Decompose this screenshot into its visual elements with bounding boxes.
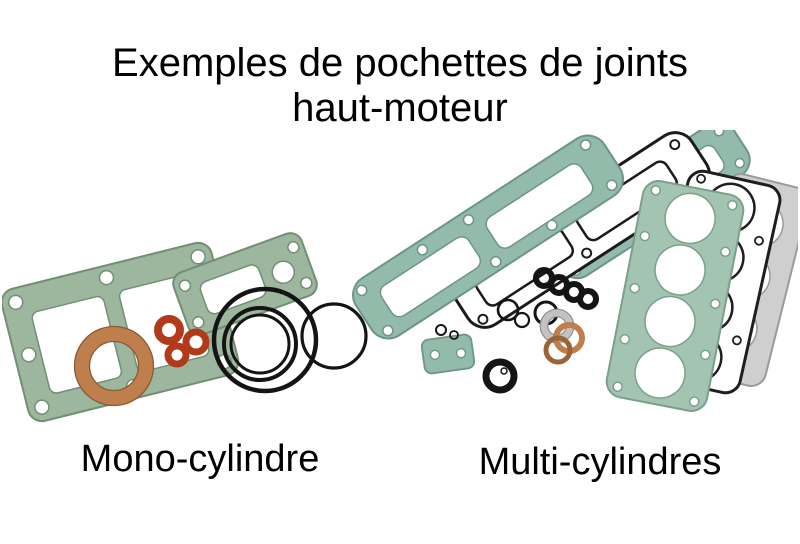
copper-washer: [73, 325, 155, 407]
valve-cover-gasket-front: [352, 134, 624, 340]
mono-cylinder-gasket-image: [2, 232, 368, 423]
o-rings: [211, 286, 368, 394]
oil-seal: [482, 358, 518, 394]
red-crush-washers: [154, 315, 210, 368]
thin-o-rings: [496, 298, 531, 329]
valve-stem-seals: [533, 267, 599, 310]
page-title-line1: Exemples de pochettes de joints: [112, 40, 688, 85]
multi-cylinder-gasket-image: [352, 130, 798, 412]
page-title: Exemples de pochettes de joints haut-mot…: [0, 41, 800, 131]
head-gasket-front: [605, 180, 745, 412]
secondary-gasket: [172, 232, 318, 336]
tiny-rings: [435, 324, 459, 340]
washer-stack: [533, 300, 585, 365]
small-gasket-plate: [420, 333, 476, 375]
cam-cover-gasket-black: [449, 131, 711, 329]
page-title-line2: haut-moteur: [292, 85, 508, 130]
caption-multi-cylindres: Multi-cylindres: [478, 441, 722, 483]
caption-mono-cylindre: Mono-cylindre: [80, 438, 320, 480]
